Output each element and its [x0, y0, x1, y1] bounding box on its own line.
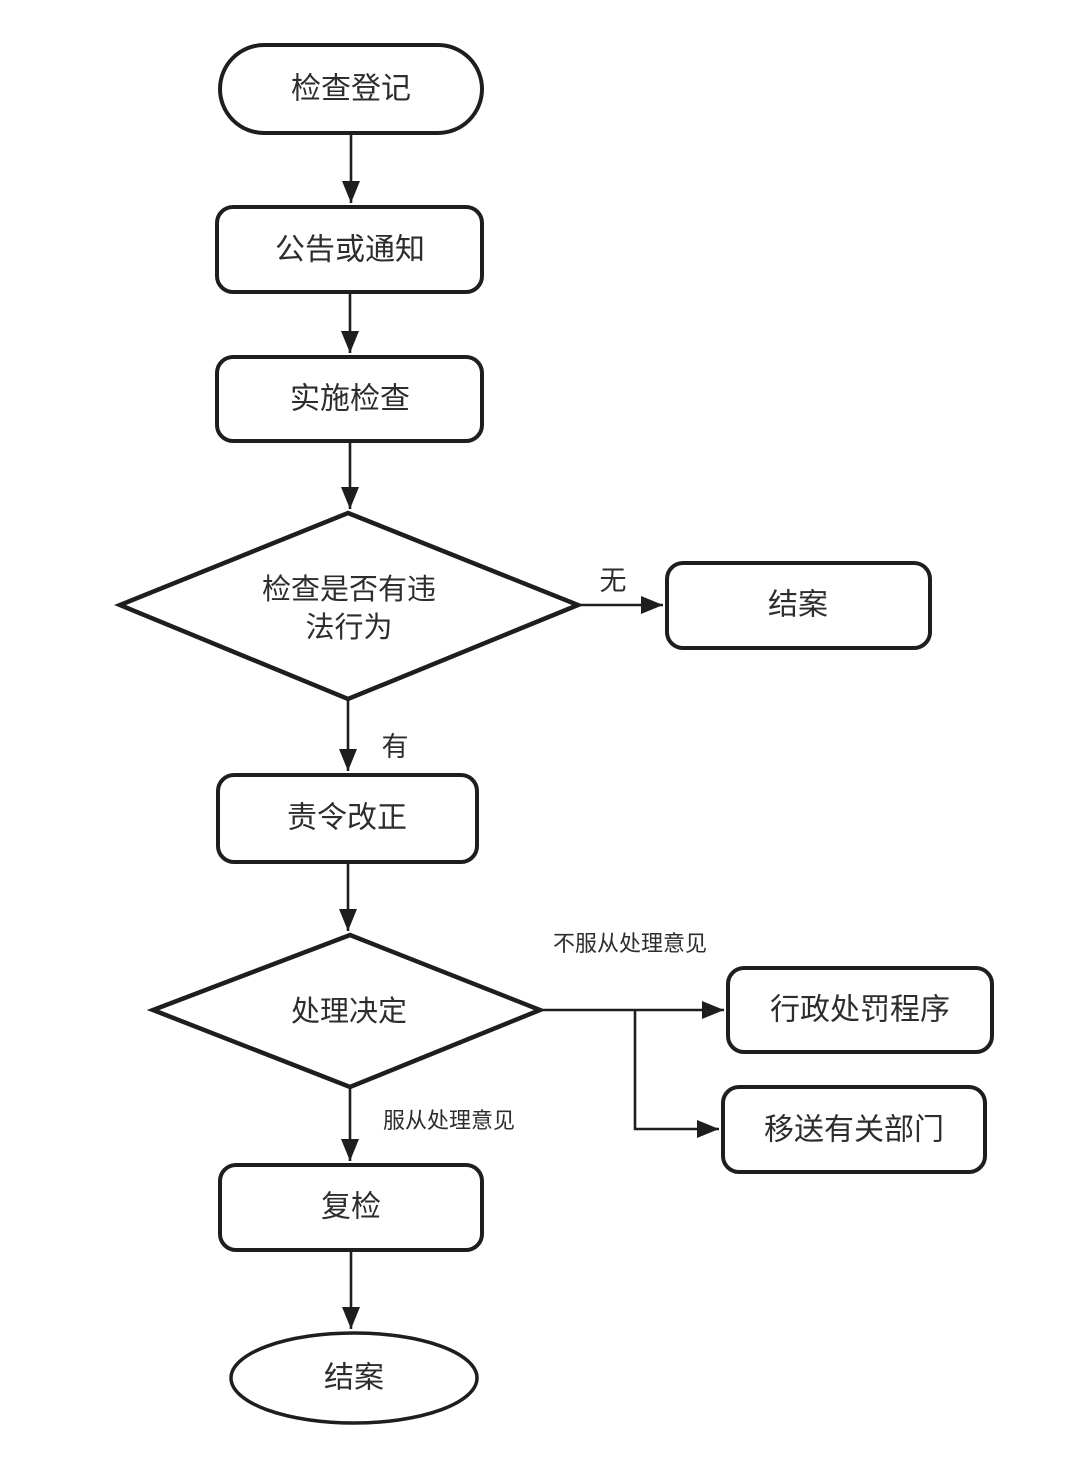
node-recheck-label: 复检: [321, 1191, 381, 1224]
node-violation-decision-label-line1: 检查是否有违: [262, 573, 436, 606]
edge-label-no: 无: [600, 566, 627, 596]
node-inspect-label: 实施检查: [290, 383, 410, 416]
node-notice-label: 公告或通知: [275, 234, 425, 267]
node-transfer-departments: [721, 1085, 987, 1174]
node-transfer-departments-label: 移送有关部门: [764, 1114, 944, 1147]
node-violation-decision: [114, 510, 585, 702]
node-close-case-no-violation-label: 结案: [768, 589, 828, 622]
edge-label-obey-opinion: 服从处理意见: [383, 1108, 515, 1133]
node-handling-decision-label: 处理决定: [291, 995, 407, 1028]
node-end: [229, 1331, 479, 1425]
node-order-correction-label: 责令改正: [287, 802, 407, 835]
node-start-label: 检查登记: [291, 73, 411, 106]
node-start: [218, 43, 484, 135]
node-notice: [215, 205, 484, 294]
node-admin-penalty-label: 行政处罚程序: [770, 994, 950, 1027]
edge-disobey-to-transfer-departments: [633, 1010, 719, 1138]
node-violation-decision-label-line2: 法行为: [305, 611, 392, 644]
node-inspect: [215, 355, 484, 443]
node-recheck: [218, 1163, 484, 1252]
node-admin-penalty: [726, 966, 994, 1054]
node-order-correction: [216, 773, 479, 864]
edge-label-disobey-opinion: 不服从处理意见: [553, 931, 707, 956]
node-close-case-no-violation: [665, 561, 932, 650]
node-end-label: 结案: [324, 1362, 384, 1395]
node-handling-decision: [146, 932, 547, 1090]
edge-label-yes: 有: [382, 732, 409, 762]
